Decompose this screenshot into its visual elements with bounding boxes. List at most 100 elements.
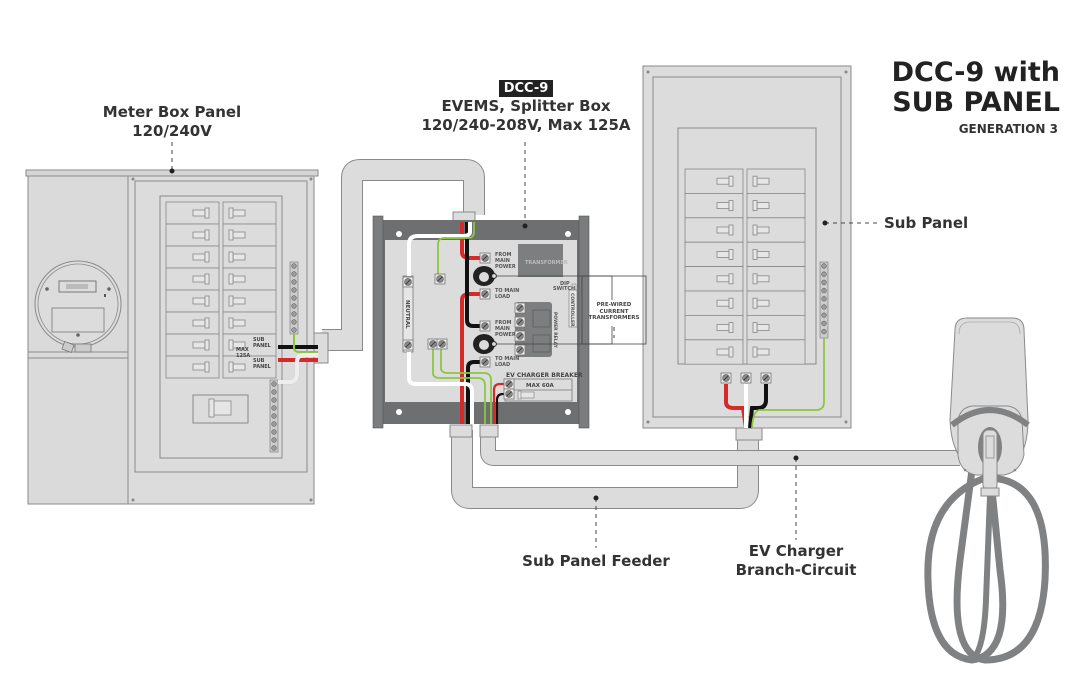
breaker-slot [684,192,744,219]
bl2b: PANEL [253,364,271,370]
diagram-subtitle: GENERATION 3 [958,122,1058,136]
svg-text:TO MAIN: TO MAIN [495,288,519,294]
branch-label-1: EV Charger [748,542,844,560]
sub-panel-callout: Sub Panel [884,214,969,232]
svg-text:EV CHARGER BREAKER: EV CHARGER BREAKER [506,372,583,379]
bus-screw [821,279,827,286]
pre-wired-ct-callout: PRE-WIRED CURRENT TRANSFORMERS [584,302,644,322]
bus-screw [291,279,297,285]
diagram-title: DCC-9 with SUB PANEL [892,58,1060,118]
svg-text:DIP: DIP [560,281,570,287]
bus-screw [821,296,827,302]
breaker-slot [165,267,220,291]
bus-screw [271,397,277,403]
svg-text:LOAD: LOAD [495,294,510,300]
ct-label-1: PRE-WIRED [596,302,632,308]
breaker-slot [165,223,220,247]
bus-screw [821,271,827,277]
bus-screw [821,287,827,294]
ct-label-3: TRANSFORMERS [588,315,640,321]
bus-screw [821,312,827,318]
svg-text:MAIN: MAIN [495,258,510,264]
bus-screw [291,295,297,301]
breaker-slot [165,201,220,225]
breaker-slot [165,289,220,313]
label-from-main-power-1: FROM [495,252,512,258]
breaker-slot [684,314,744,341]
breaker-slot [746,241,806,267]
breaker-slot [165,245,220,269]
bus-screw [291,263,297,269]
splitter-callout: DCC-9 EVEMS, Splitter Box 120/240-208V, … [420,78,632,135]
bl1b: PANEL [253,343,271,349]
sub-panel-breaker-label-1: SUB PANEL [253,337,271,349]
max-125a-label: MAX 125A [236,347,250,359]
bus-screw [291,319,297,325]
bus-screw [271,437,277,443]
bus-screw [271,405,277,411]
breaker-slot [165,355,220,379]
sub-panel-breaker-label-2: SUB PANEL [253,358,271,370]
svg-text:POWER: POWER [495,332,516,338]
feeder-callout: Sub Panel Feeder [522,552,670,570]
ct-label-2: CURRENT [599,308,629,315]
ct-callout-bracket [581,275,647,345]
meter-box-panel [25,169,319,505]
bus-screw [271,429,277,435]
bus-screw [271,413,277,419]
max-value: 125A [236,353,251,359]
bus-screw [821,328,827,335]
bus-screw [821,320,827,327]
meter-box-label: Meter Box Panel [102,103,242,121]
svg-text:POWER RELAY: POWER RELAY [552,312,558,349]
svg-text:LOAD: LOAD [495,362,510,368]
meter-box-callout: Meter Box Panel 120/240V [96,103,248,141]
breaker-slot [684,217,744,243]
breaker-slot [684,241,744,267]
svg-text:MAIN: MAIN [495,326,510,332]
dcc9-splitter-box: TRANSFORMER FROM MAIN POWER TO MAIN LOAD… [372,215,613,429]
bus-screw [291,311,297,317]
bl2a: SUB [253,358,265,364]
bus-screw [291,327,297,333]
conduit-meter-to-splitter [313,159,485,364]
breaker-slot [165,333,220,357]
breaker-slot [222,355,277,379]
title-line-2: SUB PANEL [892,87,1060,118]
max-label: MAX [236,347,249,353]
bus-screw [291,287,297,293]
bus-screw [291,303,297,309]
svg-text:SWITCH: SWITCH [553,286,575,292]
splitter-rating: 120/240-208V, Max 125A [421,116,631,134]
bus-screw [291,271,297,277]
electric-meter [34,260,122,353]
svg-text:TRANSFORMER: TRANSFORMER [525,260,568,266]
bus-screw [821,304,827,310]
splitter-label: EVEMS, Splitter Box [441,97,611,115]
svg-text:FROM: FROM [495,320,512,326]
svg-text:MAX 60A: MAX 60A [526,383,555,389]
branch-callout: EV Charger Branch-Circuit [728,542,864,580]
bus-screw [271,421,277,427]
breaker-slot [684,168,744,194]
conduit-ev-branch [449,424,960,466]
bus-screw [271,445,277,451]
leader-dots [169,168,828,501]
svg-text:CONTROLLER: CONTROLLER [569,293,575,327]
bl1a: SUB [253,337,265,343]
bus-screw [821,263,827,269]
meter-box-voltage: 120/240V [132,122,212,140]
breaker-slot [684,339,744,365]
branch-label-2: Branch-Circuit [735,561,857,579]
svg-text:NEUTRAL: NEUTRAL [404,300,410,329]
svg-text:TO MAIN: TO MAIN [495,356,519,362]
breaker-slot [684,290,744,316]
conduit-sub-panel-feeder [451,430,759,509]
breaker-slot [684,266,744,292]
bus-screw [271,389,277,395]
bus-screw [271,381,277,387]
title-line-1: DCC-9 with [891,57,1060,88]
dcc9-badge: DCC-9 [498,80,554,97]
leader-lines [171,142,878,548]
